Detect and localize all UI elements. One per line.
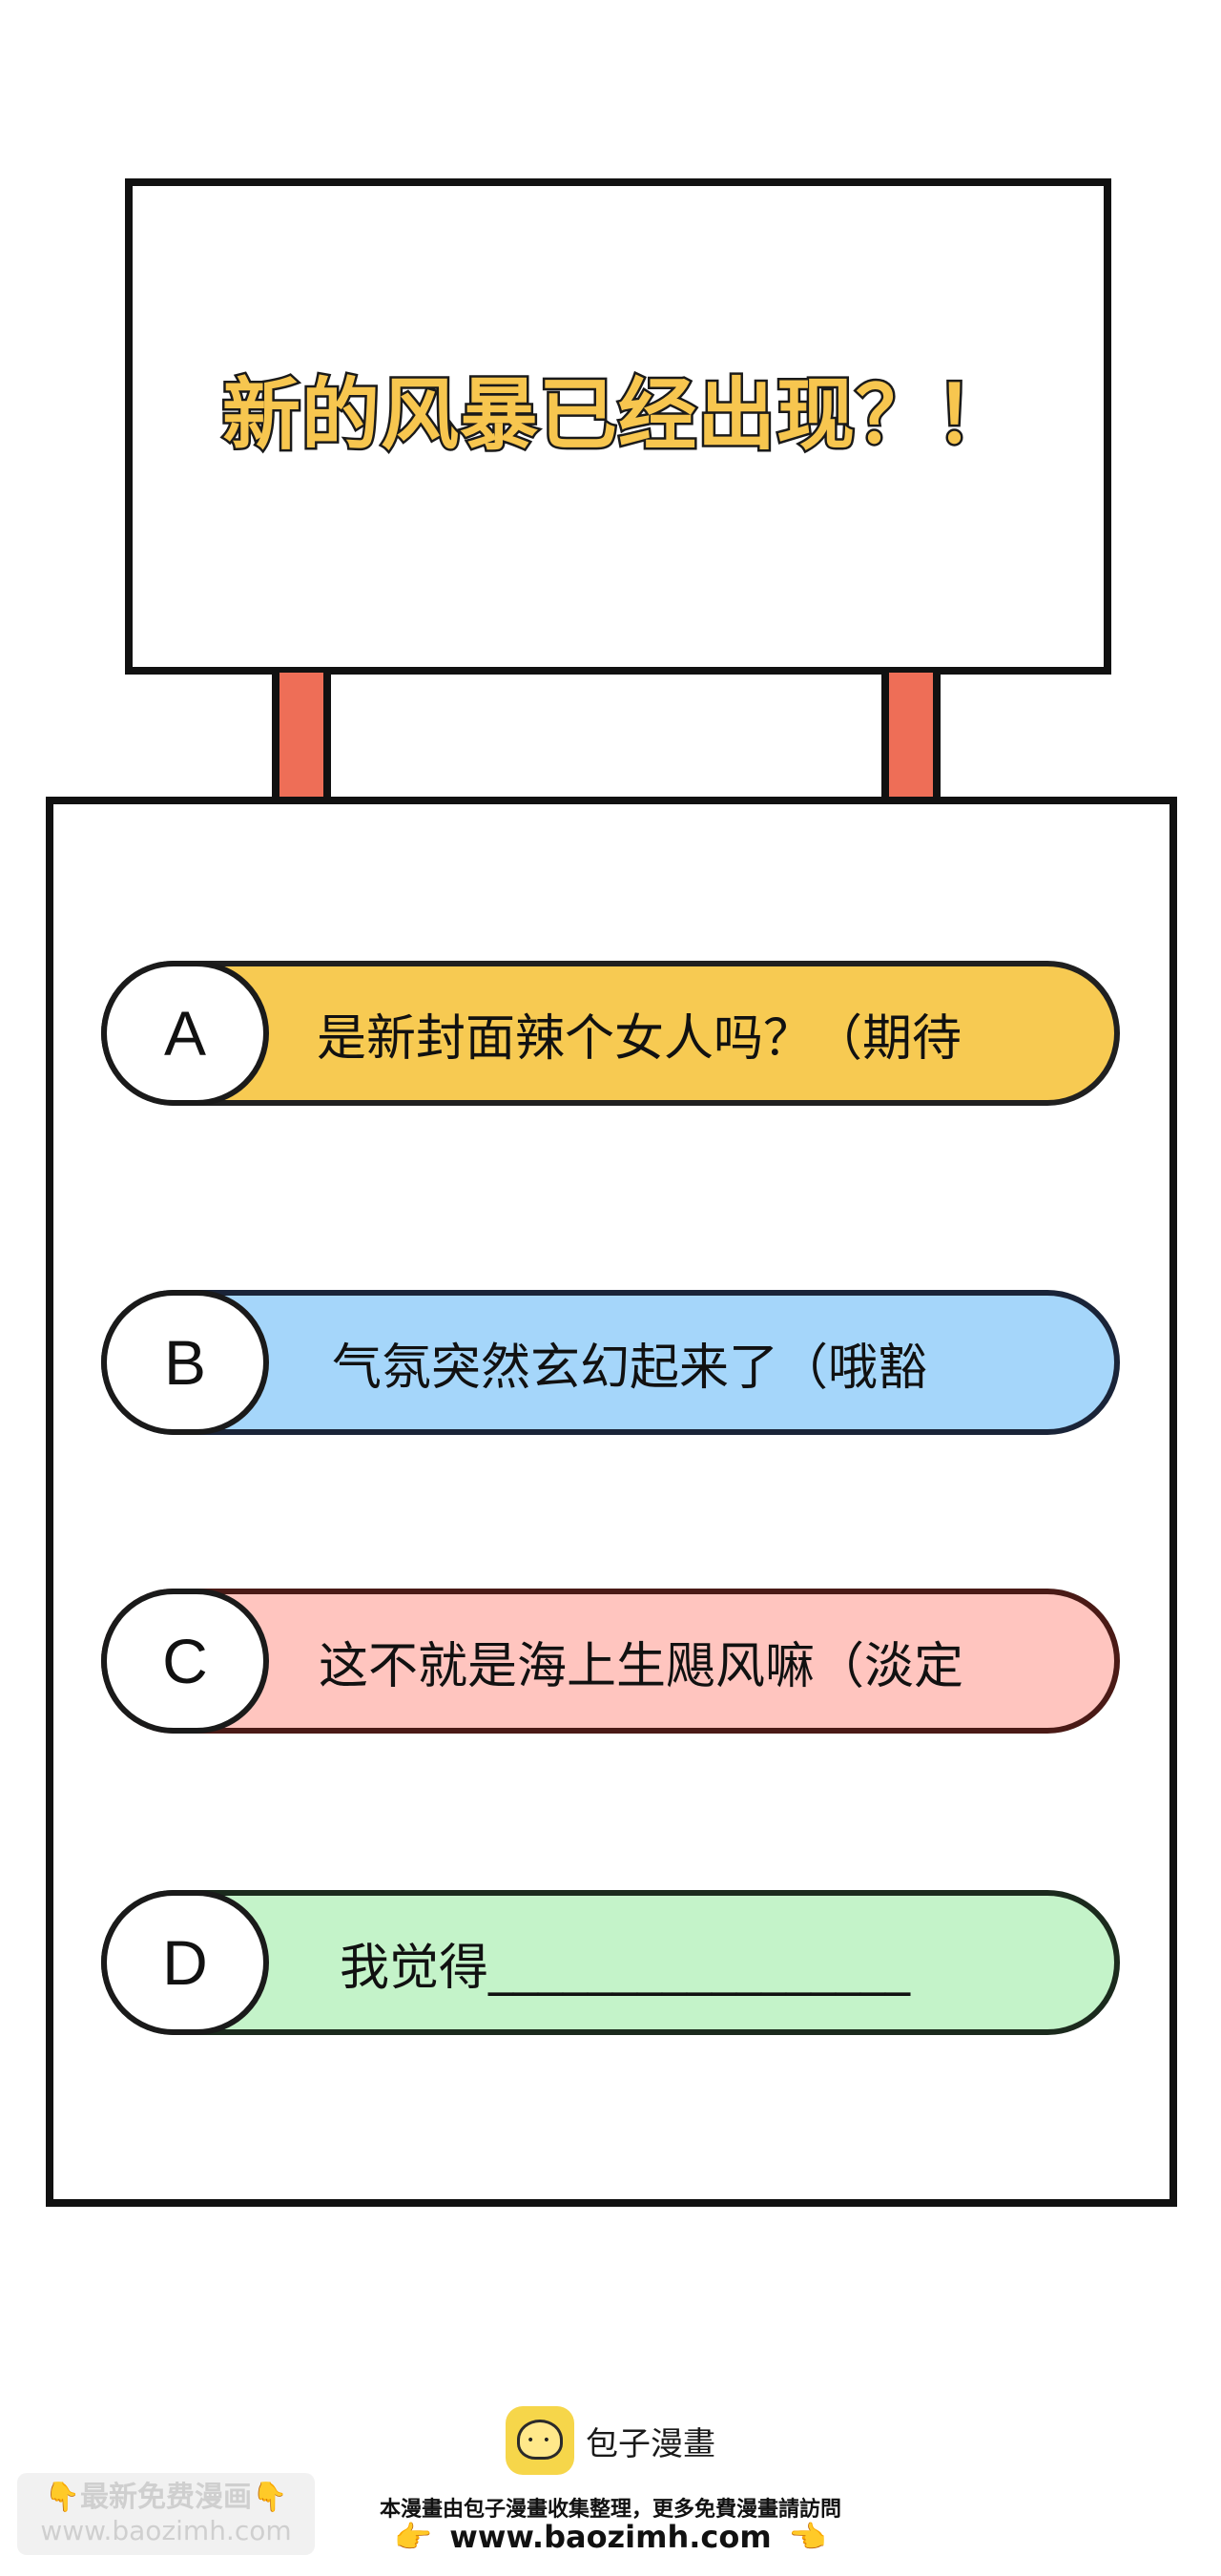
option-b-badge: B bbox=[101, 1290, 269, 1435]
option-c-badge: C bbox=[101, 1589, 269, 1734]
option-b[interactable]: B 气氛突然玄幻起来了（哦豁 bbox=[101, 1290, 1120, 1435]
watermark-title: 👇最新免费漫画👇 bbox=[44, 2481, 288, 2514]
sign-post-right bbox=[881, 673, 941, 806]
sign-post-left bbox=[272, 673, 331, 806]
footer-url[interactable]: www.baozimh.com bbox=[449, 2519, 772, 2555]
pointing-right-icon: 👉 bbox=[394, 2519, 433, 2555]
option-c-text: 这不就是海上生飓风嘛（淡定 bbox=[319, 1637, 964, 1695]
option-d-letter: D bbox=[162, 1927, 208, 1998]
title-sign: 新的风暴已经出现？！ bbox=[125, 178, 1111, 675]
free-comics-watermark[interactable]: 👇最新免费漫画👇 www.baozimh.com bbox=[17, 2473, 315, 2555]
footer-url-line[interactable]: 👉 www.baozimh.com 👈 bbox=[0, 2519, 1221, 2555]
pointing-left-icon: 👈 bbox=[788, 2519, 827, 2555]
option-c-letter: C bbox=[162, 1626, 208, 1696]
option-c[interactable]: C 这不就是海上生飓风嘛（淡定 bbox=[101, 1589, 1120, 1734]
footer-logo[interactable]: 包子漫畫 bbox=[506, 2406, 715, 2475]
option-d-text: 我觉得_________________ bbox=[340, 1939, 911, 1997]
option-a[interactable]: A 是新封面辣个女人吗？（期待 bbox=[101, 961, 1120, 1106]
option-a-letter: A bbox=[163, 998, 207, 1069]
option-d[interactable]: D 我觉得_________________ bbox=[101, 1890, 1120, 2035]
option-a-badge: A bbox=[101, 961, 269, 1106]
footer-note: 本漫畫由包子漫畫收集整理，更多免費漫畫請訪問 bbox=[379, 2498, 841, 2522]
option-b-letter: B bbox=[163, 1327, 207, 1398]
watermark-url: www.baozimh.com bbox=[40, 2515, 292, 2546]
bun-icon bbox=[506, 2406, 574, 2475]
option-b-text: 气氛突然玄幻起来了（哦豁 bbox=[332, 1339, 928, 1397]
option-d-badge: D bbox=[101, 1890, 269, 2035]
sign-title: 新的风暴已经出现？！ bbox=[219, 367, 1015, 463]
footer-logo-text: 包子漫畫 bbox=[586, 2424, 715, 2463]
option-a-text: 是新封面辣个女人吗？（期待 bbox=[317, 1009, 962, 1068]
